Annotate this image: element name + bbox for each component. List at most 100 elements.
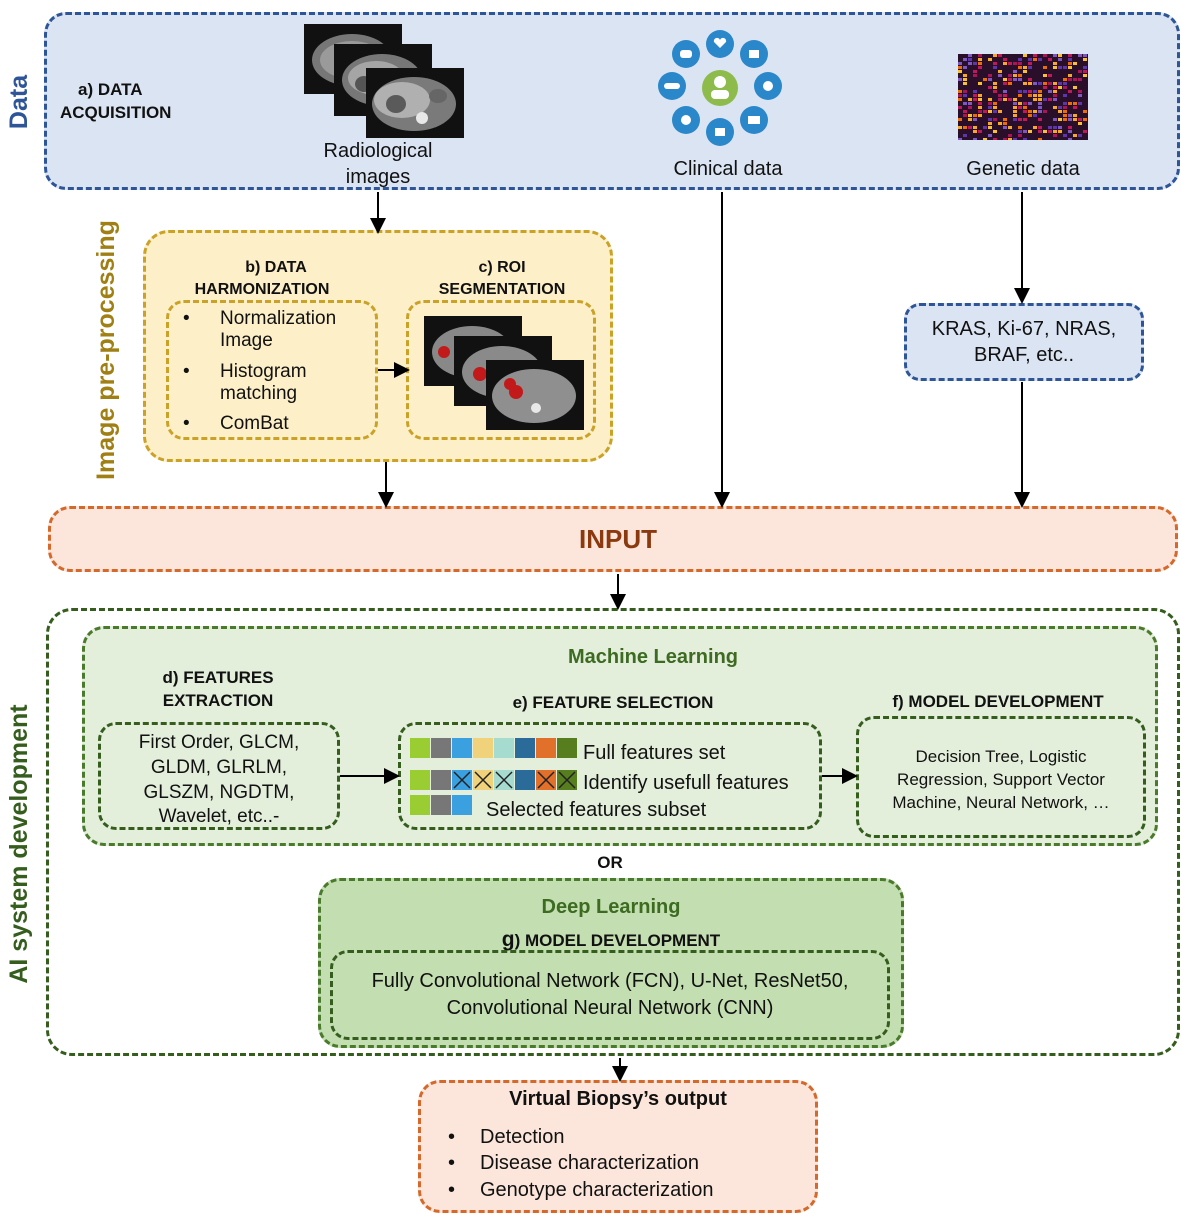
feature-swatch	[536, 738, 556, 758]
heatmap-cell	[1068, 90, 1072, 93]
heatmap-cell	[963, 94, 967, 97]
heatmap-cell	[1083, 66, 1087, 69]
heatmap-cell	[1033, 82, 1037, 85]
heatmap-cell	[1078, 118, 1082, 121]
heatmap-cell	[1063, 134, 1067, 137]
heatmap-cell	[1048, 130, 1052, 133]
heatmap-cell	[973, 90, 977, 93]
clinical-data-icon	[658, 30, 782, 146]
heatmap-cell	[1018, 58, 1022, 61]
model-dev-line-1: Decision Tree, Logistic	[915, 747, 1087, 766]
heatmap-cell	[1013, 114, 1017, 117]
heatmap-cell	[1028, 130, 1032, 133]
heatmap-cell	[1033, 110, 1037, 113]
heatmap-cell	[1003, 122, 1007, 125]
or-label: OR	[597, 853, 623, 872]
heatmap-cell	[978, 66, 982, 69]
heatmap-cell	[993, 66, 997, 69]
heatmap-cell	[1013, 74, 1017, 77]
heatmap-cell	[1003, 94, 1007, 97]
heatmap-cell	[1033, 98, 1037, 101]
features-extraction-line-1: First Order, GLCM,	[138, 732, 300, 753]
heatmap-cell	[998, 74, 1002, 77]
heatmap-cell	[1058, 86, 1062, 89]
feature-swatch	[557, 770, 577, 790]
heatmap-cell	[988, 106, 992, 109]
heatmap-cell	[1023, 102, 1027, 105]
heatmap-cell	[1063, 66, 1067, 69]
heatmap-cell	[1073, 86, 1077, 89]
machine-learning-title: Machine Learning	[567, 646, 739, 668]
heatmap-cell	[1013, 138, 1017, 140]
heatmap-cell	[958, 70, 962, 73]
heatmap-cell	[1073, 114, 1077, 117]
heatmap-cell	[1043, 82, 1047, 85]
heatmap-cell	[1053, 98, 1057, 101]
deep-learning-line-1: Fully Convolutional Network (FCN), U-Net…	[371, 970, 849, 992]
heatmap-cell	[1008, 74, 1012, 77]
input-bar	[48, 506, 1178, 572]
heatmap-cell	[1058, 106, 1062, 109]
heatmap-cell	[988, 86, 992, 89]
deep-learning-model-box	[330, 950, 890, 1040]
heatmap-cell	[1063, 78, 1067, 81]
heatmap-cell	[1068, 66, 1072, 69]
heatmap-cell	[1028, 110, 1032, 113]
deep-learning-subtitle: g) MODEL DEVELOPMENT	[501, 928, 721, 951]
heatmap-cell	[983, 78, 987, 81]
heatmap-cell	[973, 94, 977, 97]
heatmap-cell	[988, 58, 992, 61]
heatmap-cell	[1038, 102, 1042, 105]
heatmap-cell	[1043, 98, 1047, 101]
heatmap-cell	[983, 138, 987, 140]
heatmap-cell	[1023, 54, 1027, 57]
data-acquisition-title-2: ACQUISITION	[60, 103, 172, 122]
heatmap-cell	[1048, 74, 1052, 77]
heatmap-cell	[1058, 58, 1062, 61]
heatmap-cell	[1053, 86, 1057, 89]
heatmap-cell	[1003, 118, 1007, 121]
heatmap-cell	[978, 106, 982, 109]
feature-swatch	[515, 770, 535, 790]
heatmap-cell	[1008, 126, 1012, 129]
heatmap-cell	[1038, 90, 1042, 93]
heatmap-cell	[1018, 102, 1022, 105]
feature-swatch	[494, 770, 514, 790]
heatmap-cell	[1028, 82, 1032, 85]
heatmap-cell	[1068, 126, 1072, 129]
heatmap-cell	[1003, 138, 1007, 140]
heatmap-cell	[1053, 94, 1057, 97]
feature-swatch	[494, 738, 514, 758]
heatmap-cell	[978, 102, 982, 105]
heatmap-cell	[973, 138, 977, 140]
heatmap-cell	[1028, 102, 1032, 105]
heatmap-cell	[963, 90, 967, 93]
heatmap-cell	[988, 118, 992, 121]
heatmap-cell	[963, 82, 967, 85]
heatmap-cell	[963, 74, 967, 77]
heatmap-cell	[1013, 62, 1017, 65]
heatmap-cell	[1013, 78, 1017, 81]
heatmap-cell	[1078, 94, 1082, 97]
feature-swatch	[515, 738, 535, 758]
heatmap-cell	[1063, 114, 1067, 117]
heatmap-cell	[1008, 82, 1012, 85]
heatmap-cell	[998, 54, 1002, 57]
heatmap-cell	[1053, 54, 1057, 57]
heatmap-cell	[1083, 54, 1087, 57]
heatmap-cell	[978, 82, 982, 85]
heatmap-cell	[1018, 74, 1022, 77]
model-dev-line-2: Regression, Support Vector	[897, 770, 1105, 789]
radiological-label-1: Radiological	[323, 140, 433, 162]
heatmap-cell	[993, 118, 997, 121]
heatmap-cell	[1078, 54, 1082, 57]
heatmap-cell	[1068, 102, 1072, 105]
heatmap-cell	[978, 114, 982, 117]
heatmap-cell	[1018, 106, 1022, 109]
feature-swatch	[473, 770, 493, 790]
heatmap-cell	[1078, 78, 1082, 81]
features-extraction-title-2: EXTRACTION	[162, 691, 274, 710]
heatmap-cell	[958, 66, 962, 69]
heatmap-cell	[973, 130, 977, 133]
heatmap-cell	[963, 58, 967, 61]
